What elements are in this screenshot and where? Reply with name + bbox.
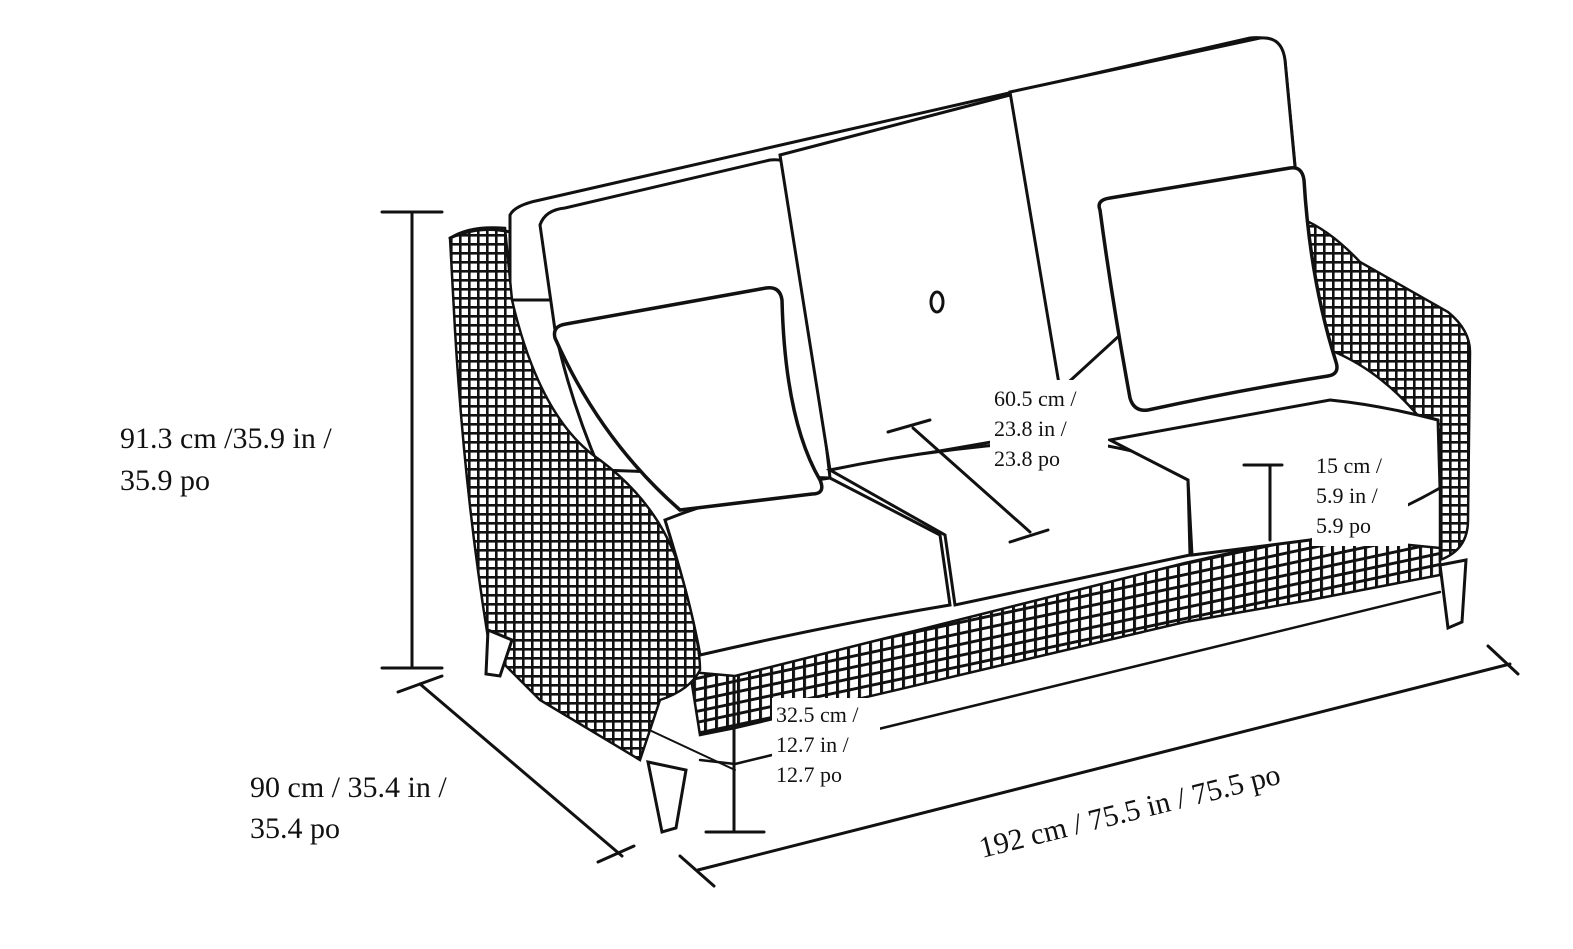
pillow-right bbox=[1097, 166, 1339, 412]
cushion-thickness-label-line3: 5.9 po bbox=[1316, 513, 1371, 538]
leg-front-left bbox=[646, 760, 688, 834]
cushion-thickness-label-line2: 5.9 in / bbox=[1316, 483, 1379, 508]
left-arm bbox=[448, 226, 702, 762]
depth-label-line1: 90 cm / 35.4 in / bbox=[250, 771, 447, 804]
right-arm bbox=[1298, 215, 1472, 562]
back-button-icon bbox=[929, 290, 945, 314]
cushion-thickness-label-line1: 15 cm / bbox=[1316, 453, 1383, 478]
seat-depth-label-line2: 23.8 in / bbox=[994, 416, 1068, 441]
pillow-left bbox=[552, 286, 824, 512]
sofa-drawing bbox=[448, 36, 1472, 834]
depth-label-line2: 35.4 po bbox=[250, 812, 340, 845]
leg-right bbox=[1438, 558, 1468, 631]
seat-height-label-line3: 12.7 po bbox=[776, 762, 842, 787]
height-label-line2: 35.9 po bbox=[120, 464, 210, 497]
seat-depth-label-line1: 60.5 cm / bbox=[994, 386, 1077, 411]
height-label-line1: 91.3 cm /35.9 in / bbox=[120, 422, 332, 455]
seat-height-label-line1: 32.5 cm / bbox=[776, 702, 859, 727]
seat-depth-label-line3: 23.8 po bbox=[994, 446, 1060, 471]
leg-back-left bbox=[484, 627, 514, 678]
seat-height-label-line2: 12.7 in / bbox=[776, 732, 850, 757]
width-label: 192 cm / 75.5 in / 75.5 po bbox=[976, 758, 1284, 865]
dimension-lines bbox=[380, 210, 1520, 888]
